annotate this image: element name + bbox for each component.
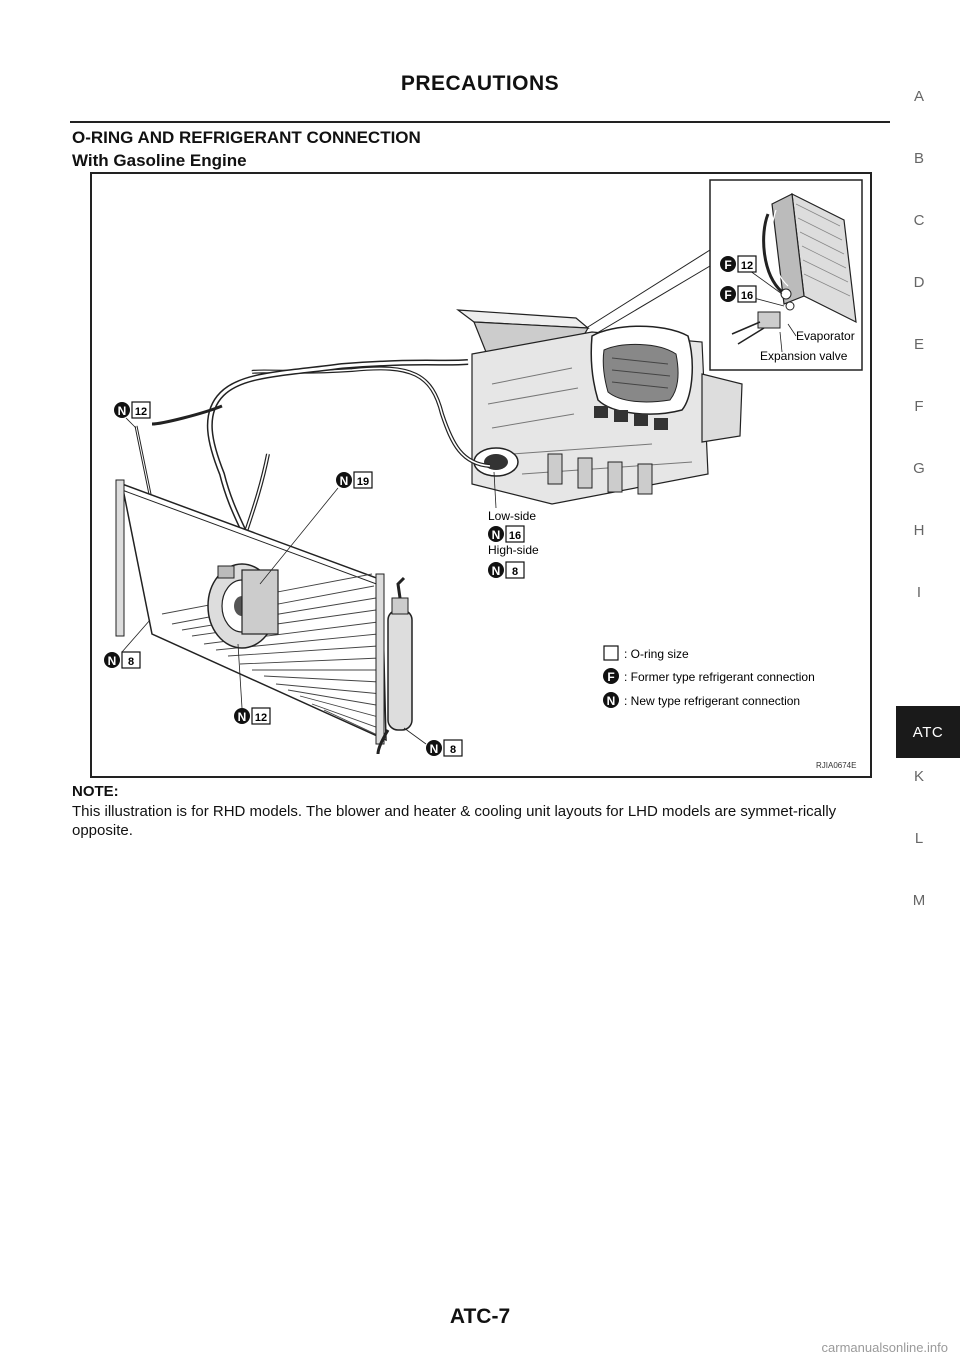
side-index-i[interactable]: I: [916, 584, 922, 601]
svg-text:12: 12: [255, 712, 267, 724]
side-index-a[interactable]: A: [913, 88, 924, 105]
side-index-e[interactable]: E: [913, 336, 924, 353]
svg-text:12: 12: [741, 260, 753, 272]
svg-text:19: 19: [357, 476, 369, 488]
svg-text:F: F: [724, 258, 731, 272]
sub-heading: With Gasoline Engine: [72, 151, 247, 170]
svg-text:F: F: [724, 288, 731, 302]
evaporator-label: Evaporator: [796, 329, 855, 343]
note-label: NOTE:: [72, 783, 119, 800]
heater-cooling-unit: [456, 309, 743, 505]
svg-text:N: N: [607, 694, 616, 708]
svg-text:8: 8: [128, 656, 134, 668]
legend-oring: : O-ring size: [624, 647, 689, 661]
svg-text:16: 16: [509, 530, 521, 542]
side-index-b[interactable]: B: [913, 150, 924, 167]
svg-text:N: N: [340, 474, 349, 488]
svg-text:N: N: [430, 742, 439, 756]
page-title: PRECAUTIONS: [400, 72, 560, 95]
figure-code: RJIA0674E: [816, 761, 856, 770]
f16-marker: F 16: [720, 285, 757, 303]
svg-text:12: 12: [135, 406, 147, 418]
n8-mid-marker: N 8: [488, 561, 525, 579]
expansion-valve: [731, 288, 795, 345]
receiver-drier: [376, 576, 413, 755]
legend-new: : New type refrigerant connection: [624, 694, 800, 708]
svg-text:N: N: [108, 654, 117, 668]
side-index-c[interactable]: C: [913, 212, 925, 229]
refrigerant-diagram: F 12 F 16 Evaporator Expansion valve: [90, 172, 872, 778]
evaporator-inset: F 12 F 16 Evaporator Expansion valve: [709, 179, 863, 371]
evaporator-core: [762, 192, 857, 324]
section-heading: O-RING AND REFRIGERANT CONNECTION: [72, 128, 421, 147]
side-index-h[interactable]: H: [913, 522, 925, 539]
n12-bottom-marker: N 12: [234, 643, 271, 725]
expansion-valve-label: Expansion valve: [760, 349, 848, 363]
oring-size-symbol: [603, 645, 619, 661]
f12-marker: F 12: [720, 255, 757, 273]
high-side-label: High-side: [488, 543, 539, 557]
side-index-f[interactable]: F: [914, 398, 924, 415]
n19-marker: N 19: [259, 471, 373, 585]
svg-text:F: F: [607, 670, 614, 684]
side-index-d[interactable]: D: [913, 274, 925, 291]
side-index-m[interactable]: M: [912, 892, 926, 909]
low-side-label: Low-side: [488, 509, 536, 523]
legend-former: : Former type refrigerant connection: [624, 670, 815, 684]
note-text: This illustration is for RHD models. The…: [72, 803, 837, 839]
n12-top-marker: N 12: [114, 401, 151, 429]
svg-text:8: 8: [512, 566, 518, 578]
svg-text:N: N: [118, 404, 127, 418]
page-number: ATC-7: [449, 1305, 511, 1328]
watermark: carmanualsonline.info: [821, 1340, 948, 1355]
svg-text:8: 8: [450, 744, 456, 756]
n8-bottom-marker: N 8: [403, 727, 463, 757]
svg-text:N: N: [492, 564, 501, 578]
n16-marker: N 16: [488, 525, 525, 543]
svg-text:N: N: [492, 528, 501, 542]
legend: : O-ring size F : Former type refrigeran…: [603, 645, 815, 708]
side-index-active-tab[interactable]: ATC: [896, 706, 960, 758]
title-divider: [70, 121, 890, 123]
side-index-k[interactable]: K: [913, 768, 924, 785]
side-index-l[interactable]: L: [914, 830, 924, 847]
side-index-g[interactable]: G: [913, 460, 925, 477]
svg-text:16: 16: [741, 290, 753, 302]
compressor: [207, 563, 279, 649]
svg-text:N: N: [238, 710, 247, 724]
n8-left-marker: N 8: [104, 619, 151, 669]
